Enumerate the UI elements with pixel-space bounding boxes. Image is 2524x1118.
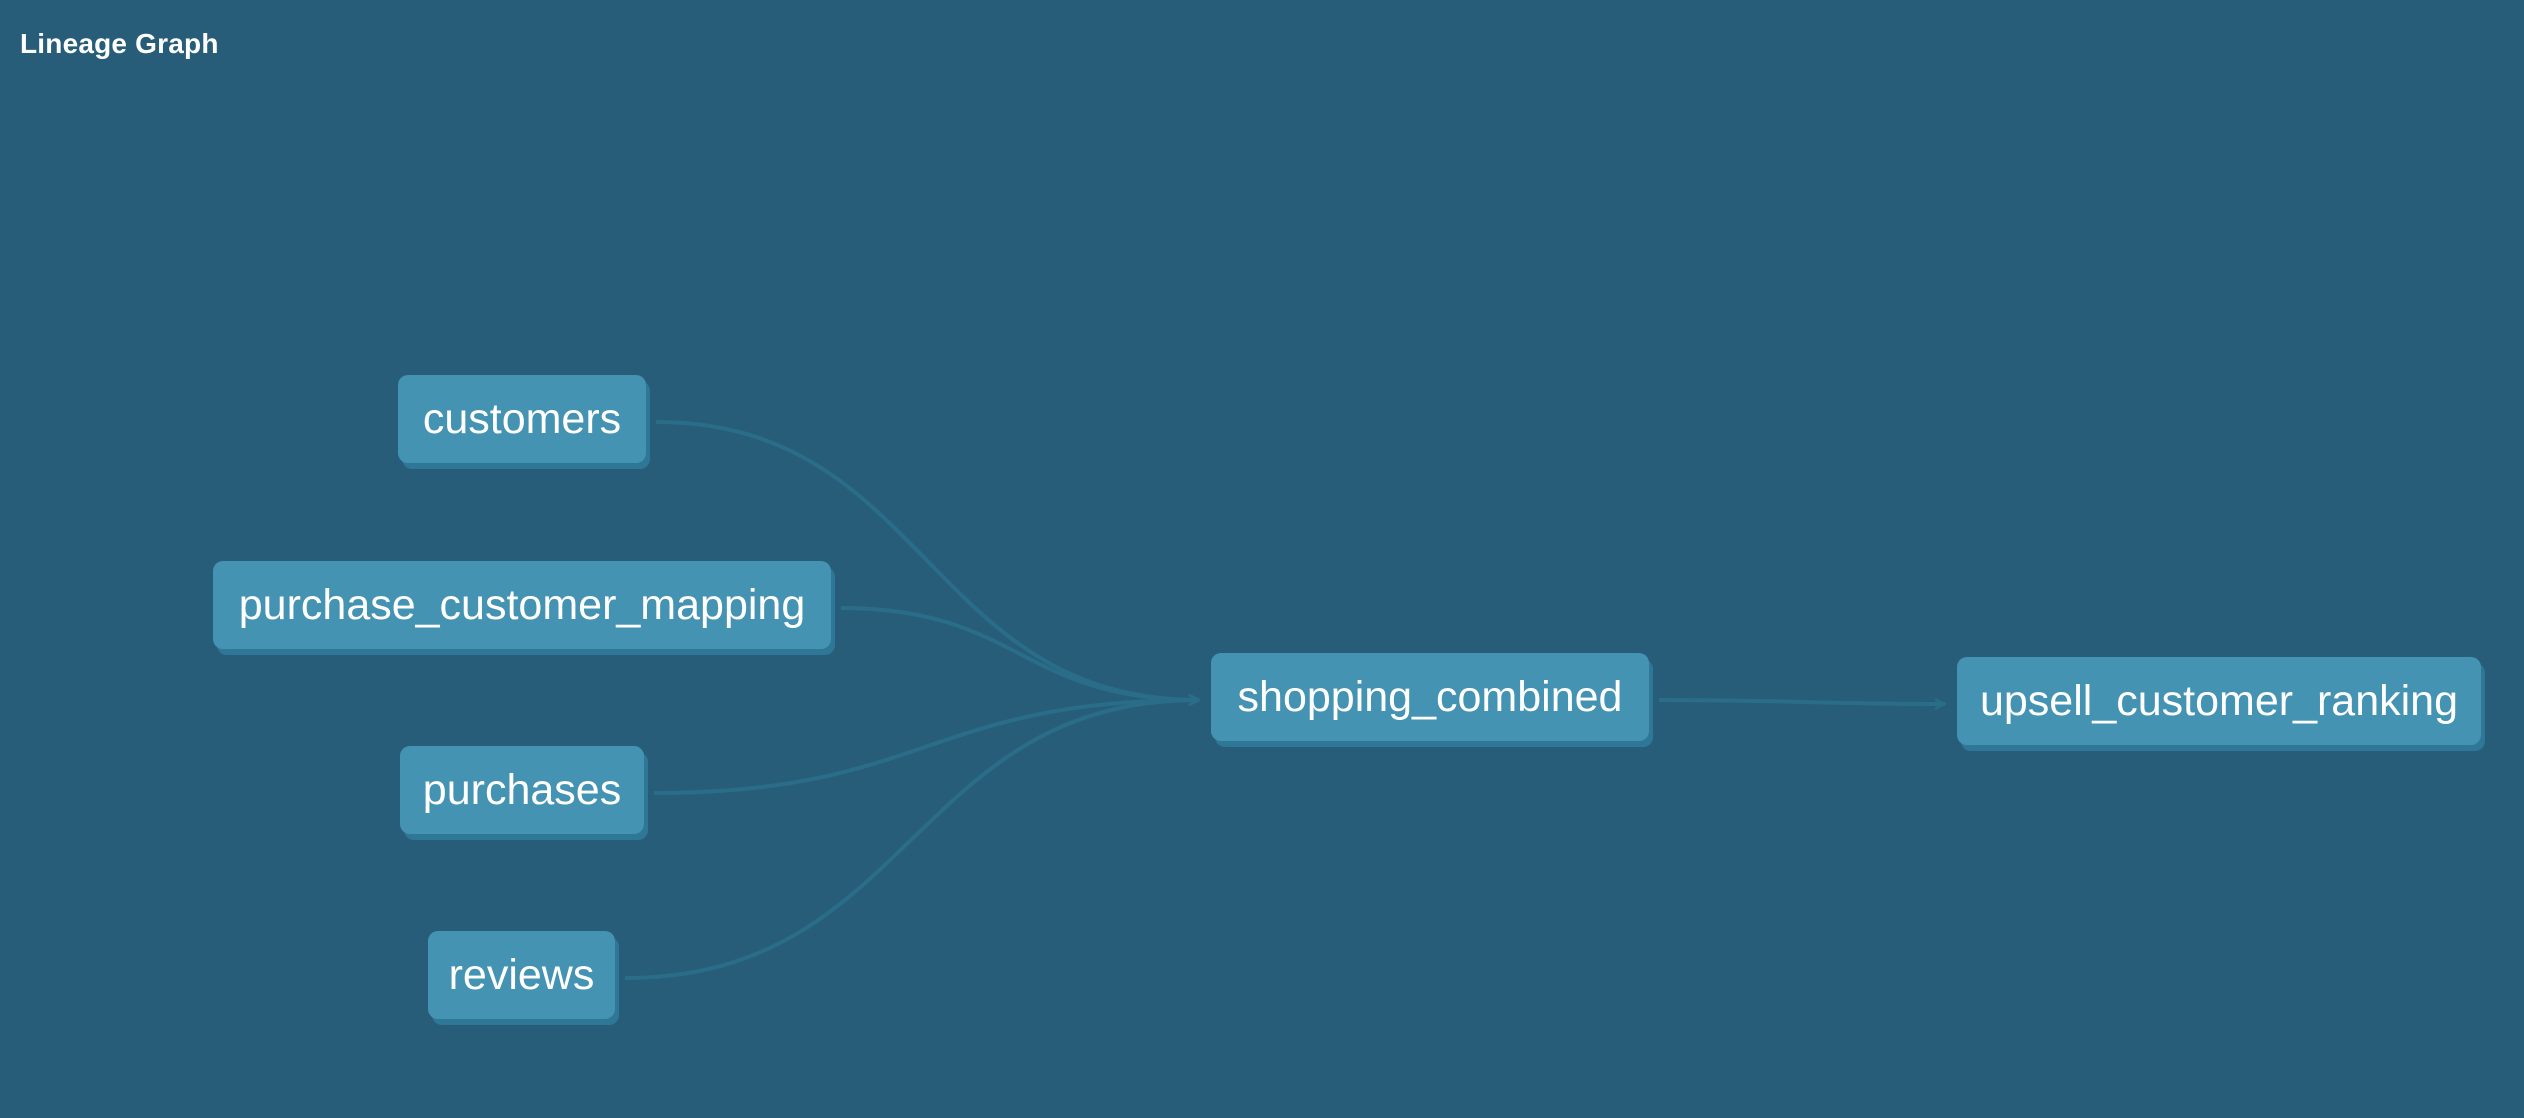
- node-label: customers: [422, 394, 622, 443]
- node-label: reviews: [448, 950, 595, 999]
- node-upsell-customer-ranking[interactable]: upsell_customer_ranking: [1957, 657, 2481, 745]
- node-shopping-combined[interactable]: shopping_combined: [1211, 653, 1649, 741]
- node-reviews[interactable]: reviews: [428, 931, 615, 1019]
- edge-shopping-combined-to-upsell-customer-ranking: [1658, 700, 1945, 704]
- node-label: purchases: [422, 765, 622, 814]
- edge-customers-to-shopping-combined: [655, 420, 1199, 700]
- node-customers[interactable]: customers: [398, 375, 646, 463]
- page-title: Lineage Graph: [20, 28, 219, 59]
- node-label: shopping_combined: [1237, 672, 1623, 721]
- node-purchase-customer-mapping[interactable]: purchase_customer_mapping: [213, 561, 831, 649]
- edge-reviews-to-shopping-combined: [624, 700, 1199, 980]
- edge-purchase-customer-mapping-to-shopping-combined: [840, 606, 1199, 700]
- node-purchases[interactable]: purchases: [400, 746, 644, 834]
- node-label: purchase_customer_mapping: [238, 580, 806, 629]
- node-label: upsell_customer_ranking: [1979, 676, 2459, 725]
- edge-purchases-to-shopping-combined: [653, 700, 1199, 795]
